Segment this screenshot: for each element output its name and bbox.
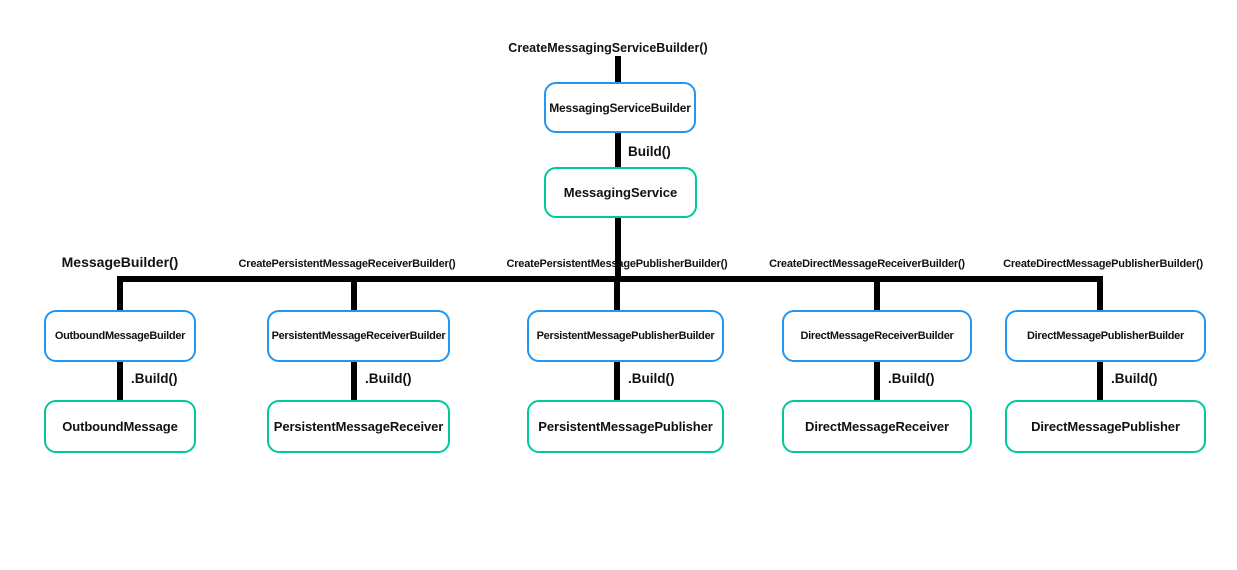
branch-drop-line [1097,276,1103,312]
direct-message-publisher-box: DirectMessagePublisher [1005,400,1206,453]
create-messaging-service-builder-label: CreateMessagingServiceBuilder() [508,41,708,55]
build-label: .Build() [131,371,178,386]
persistent-message-receiver-builder-box: PersistentMessageReceiverBuilder [267,310,450,362]
create-direct-message-receiver-builder-label: CreateDirectMessageReceiverBuilder() [769,258,965,270]
build-label: .Build() [1111,371,1158,386]
build-connector-line [614,360,620,402]
persistent-message-publisher-box: PersistentMessagePublisher [527,400,724,453]
branch-drop-line [874,276,880,312]
build-label: .Build() [628,371,675,386]
messaging-service-box: MessagingService [544,167,697,218]
messaging-service-builder-box: MessagingServiceBuilder [544,82,696,133]
root-build-label: Build() [628,144,671,159]
create-persistent-message-publisher-builder-label: CreatePersistentMessagePublisherBuilder(… [506,258,728,270]
outbound-message-builder-box: OutboundMessageBuilder [44,310,196,362]
branch-drop-line [117,276,123,312]
message-builder-label: MessageBuilder() [61,254,179,270]
create-persistent-message-receiver-builder-label: CreatePersistentMessageReceiverBuilder() [238,258,456,270]
build-label: .Build() [888,371,935,386]
create-direct-message-publisher-builder-label: CreateDirectMessagePublisherBuilder() [1003,258,1203,270]
persistent-message-receiver-box: PersistentMessageReceiver [267,400,450,453]
root-connector-top [615,56,621,83]
build-label: .Build() [365,371,412,386]
build-connector-line [1097,360,1103,402]
build-connector-line [874,360,880,402]
root-connector-trunk [615,218,621,280]
direct-message-receiver-builder-box: DirectMessageReceiverBuilder [782,310,972,362]
direct-message-publisher-builder-box: DirectMessagePublisherBuilder [1005,310,1206,362]
branch-connector-bar [117,276,1103,282]
build-connector-line [117,360,123,402]
branch-drop-line [351,276,357,312]
persistent-message-publisher-builder-box: PersistentMessagePublisherBuilder [527,310,724,362]
root-connector-build [615,133,621,168]
direct-message-receiver-box: DirectMessageReceiver [782,400,972,453]
build-connector-line [351,360,357,402]
branch-drop-line [614,276,620,312]
outbound-message-box: OutboundMessage [44,400,196,453]
